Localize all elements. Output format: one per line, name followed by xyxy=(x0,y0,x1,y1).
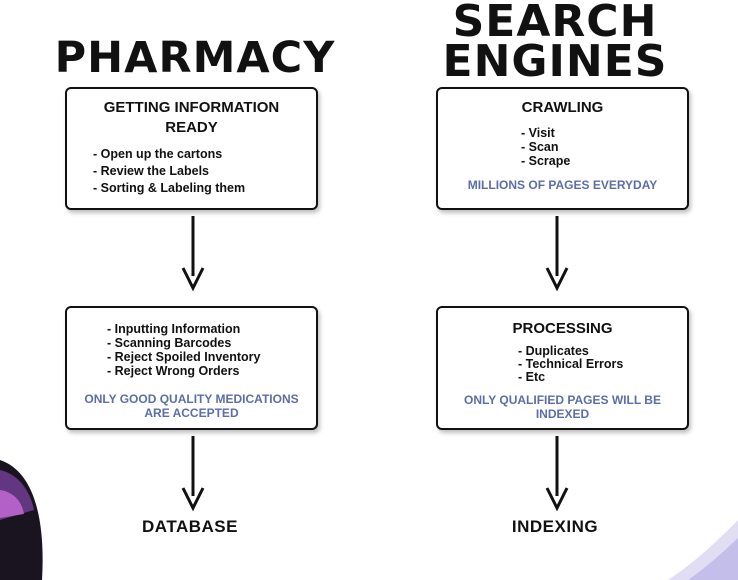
database-label: DATABASE xyxy=(142,517,238,536)
crawling-heading: CRAWLING xyxy=(521,99,604,116)
list-item: - Open up the cartons xyxy=(93,147,223,161)
list-item: - Inputting Information xyxy=(107,322,241,336)
pharmacy-processing-list: - Inputting Information - Scanning Barco… xyxy=(107,322,306,378)
processing-list: - Duplicates - Technical Errors - Etc xyxy=(518,345,677,384)
decorative-corner-shape xyxy=(0,460,43,580)
processing-box: PROCESSING - Duplicates - Technical Erro… xyxy=(436,306,689,430)
processing-note: ONLY QUALIFIED PAGES WILL BE INDEXED xyxy=(464,393,661,421)
list-item: - Scanning Barcodes xyxy=(107,336,232,350)
crawling-list: - Visit - Scan - Scrape xyxy=(521,126,677,168)
search-engines-title-line1: SEARCH xyxy=(452,0,658,47)
list-item: - Review the Labels xyxy=(93,164,210,178)
list-item: - Duplicates xyxy=(518,344,589,358)
pharmacy-info-list: - Open up the cartons - Review the Label… xyxy=(93,146,306,197)
processing-heading: PROCESSING xyxy=(512,320,613,337)
list-item: - Sorting & Labeling them xyxy=(93,181,246,195)
list-item: - Technical Errors xyxy=(518,357,624,371)
pharmacy-title: PHARMACY xyxy=(54,33,336,83)
arrow-down-icon xyxy=(181,436,205,512)
arrow-down-icon xyxy=(545,436,569,512)
crawling-box: CRAWLING - Visit - Scan - Scrape MILLION… xyxy=(436,87,689,210)
arrow-down-icon xyxy=(181,216,205,292)
list-item: - Scrape xyxy=(521,154,571,168)
pharmacy-processing-box: - Inputting Information - Scanning Barco… xyxy=(65,306,318,430)
list-item: - Reject Wrong Orders xyxy=(107,364,240,378)
list-item: - Visit xyxy=(521,126,555,140)
list-item: - Etc xyxy=(518,370,546,384)
pharmacy-info-heading: GETTING INFORMATION READY xyxy=(103,99,280,136)
list-item: - Reject Spoiled Inventory xyxy=(107,350,261,364)
search-engines-title: SEARCH ENGINES xyxy=(420,0,690,87)
pharmacy-processing-note: ONLY GOOD QUALITY MEDICATIONS ARE ACCEPT… xyxy=(84,392,299,420)
decorative-swoosh xyxy=(668,520,738,580)
list-item: - Scan xyxy=(521,140,559,154)
arrow-down-icon xyxy=(545,216,569,292)
pharmacy-info-box: GETTING INFORMATION READY - Open up the … xyxy=(65,87,318,210)
search-engines-title-line2: ENGINES xyxy=(442,36,668,87)
crawling-note: MILLIONS OF PAGES EVERYDAY xyxy=(467,178,658,192)
indexing-label: INDEXING xyxy=(511,517,599,536)
